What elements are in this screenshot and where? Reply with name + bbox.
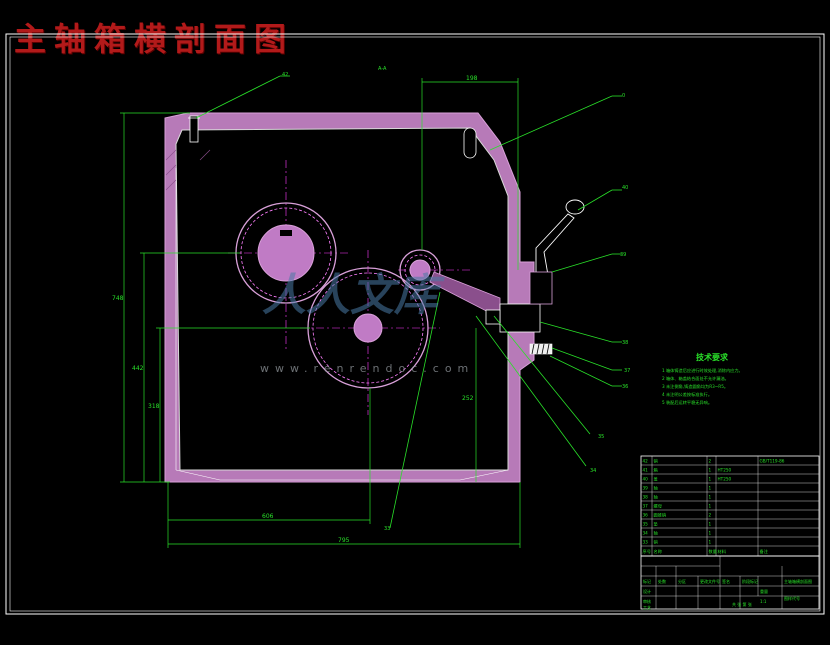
dim-748: 748	[112, 295, 124, 302]
upper-shaft-hub	[257, 224, 315, 282]
bom-cell-qty: 1	[709, 522, 712, 527]
bom-cell-no: 34	[643, 531, 649, 536]
bom-cell-no: 40	[643, 477, 649, 482]
tb-label-sign: 签名	[722, 578, 730, 584]
tb-code: 图样代号	[784, 595, 800, 601]
tb-label-change: 更改文件号	[700, 578, 720, 584]
notes-heading: 技术要求	[696, 352, 729, 362]
bom-header-name: 名称	[654, 548, 662, 555]
spring	[529, 343, 553, 355]
bom-cell-no: 41	[643, 468, 649, 473]
bom-cell-name: 圆锥销	[654, 512, 667, 519]
bom-header-qty: 数量	[709, 548, 717, 555]
bom-cell-no: 33	[643, 540, 649, 545]
bom-cell-name: 垫	[654, 521, 659, 527]
tb-ratio: 1:1	[760, 599, 767, 604]
outer-frame	[5, 33, 825, 615]
bom-cell-qty: 2	[709, 459, 712, 464]
bom-cell-no: 36	[643, 513, 649, 518]
dim-198: 198	[466, 75, 478, 82]
tb-label-review: 审核	[643, 598, 651, 604]
note-1: 1 箱体铸造后应进行时效处理,消除内应力。	[662, 367, 743, 374]
shift-lever	[535, 213, 575, 276]
callout-39: 39	[620, 252, 626, 258]
callout-42: 42	[282, 72, 288, 78]
bom-header-no: 序号	[643, 548, 651, 555]
dim-606: 606	[262, 513, 274, 520]
bom-cell-no: 37	[643, 504, 649, 509]
dim-795: 795	[338, 537, 350, 544]
view-label: A-A	[378, 66, 387, 72]
note-3: 3 未注倒角,铸造圆角均为R3~R5。	[662, 383, 728, 390]
callout-0: 0	[622, 93, 625, 99]
housing-cavity	[175, 127, 509, 471]
bom-cell-name: 销	[654, 539, 658, 546]
lever-knob	[565, 199, 585, 215]
main-shaft-hub	[353, 313, 383, 343]
bom-cell-qty: 2	[709, 513, 712, 518]
bom-cell-qty: 1	[709, 477, 712, 482]
tb-label-weight: 重量	[760, 588, 768, 594]
locating-pin	[189, 115, 199, 143]
note-2: 2 箱体、箱盖结合面处不允许漏油。	[662, 375, 729, 382]
bom-cell-std: GB/T119-86	[760, 459, 785, 464]
callout-35: 35	[598, 434, 604, 440]
note-5: 5 装配后运转平稳无异响。	[662, 399, 712, 406]
tb-label-process: 工艺	[643, 605, 651, 610]
callout-34: 34	[590, 468, 596, 474]
bom-cell-name: 螺母	[654, 503, 662, 510]
tb-label-stage: 阶段标记	[742, 578, 758, 584]
bom-cell-name: 轴	[654, 494, 658, 501]
dim-442: 442	[132, 365, 144, 372]
bom-cell-qty: 1	[709, 468, 712, 473]
bom-cell-no: 38	[643, 495, 649, 500]
bom-cell-name: 盖	[654, 476, 658, 482]
tb-label-mark: 标记	[643, 578, 651, 584]
bom-cell-qty: 1	[709, 540, 712, 545]
dim-318: 318	[148, 403, 160, 410]
bom-cell-qty: 1	[709, 531, 712, 536]
bom-cell-name: 销	[654, 458, 658, 465]
callout-37: 37	[624, 368, 630, 374]
bom-cell-no: 39	[643, 486, 649, 491]
bolt-slot	[463, 127, 477, 159]
bom-header-std: 备注	[760, 548, 769, 555]
callout-36: 36	[622, 384, 628, 390]
lever-boss	[499, 303, 541, 333]
bom-cell-name: 轴	[654, 485, 658, 492]
bom-cell-mat: HT250	[718, 477, 732, 482]
bom-cell-no: 42	[643, 459, 649, 464]
tb-label-zone: 分区	[678, 578, 686, 584]
bom-cell-name: 箱	[654, 467, 658, 474]
bom-cell-qty: 1	[709, 486, 712, 491]
bom-cell-no: 35	[643, 522, 649, 527]
tb-sheet: 共 张 第 张	[732, 601, 752, 607]
watermark: 人人文库 www.renrendoc.com	[260, 270, 474, 375]
title-block: 标记 设计 审核 工艺 处数 分区 更改文件号 签名 阶段标记 重量 1:1 主…	[640, 555, 820, 610]
note-4: 4 未注明公差按标准执行。	[662, 391, 712, 398]
bom-cell-qty: 1	[709, 495, 712, 500]
callout-40: 40	[622, 185, 628, 191]
drawing-title: 主轴箱横剖面图	[14, 20, 295, 58]
watermark-url: www.renrendoc.com	[260, 362, 474, 375]
tb-drawing-name: 主轴箱横剖面图	[784, 578, 812, 584]
bom-cell-name: 轴	[654, 530, 658, 537]
bom-header-mat: 材料	[718, 548, 727, 555]
callout-33: 33	[384, 526, 390, 532]
tb-label-design: 设计	[643, 588, 651, 594]
callout-38: 38	[622, 340, 628, 346]
inner-frame	[9, 36, 821, 612]
tb-label-count: 处数	[658, 578, 666, 584]
bom-cell-qty: 1	[709, 504, 712, 509]
bom-cell-mat: HT250	[718, 468, 732, 473]
watermark-logo: 人人文库	[262, 270, 445, 321]
small-gear	[399, 249, 441, 291]
dim-252: 252	[462, 395, 474, 402]
